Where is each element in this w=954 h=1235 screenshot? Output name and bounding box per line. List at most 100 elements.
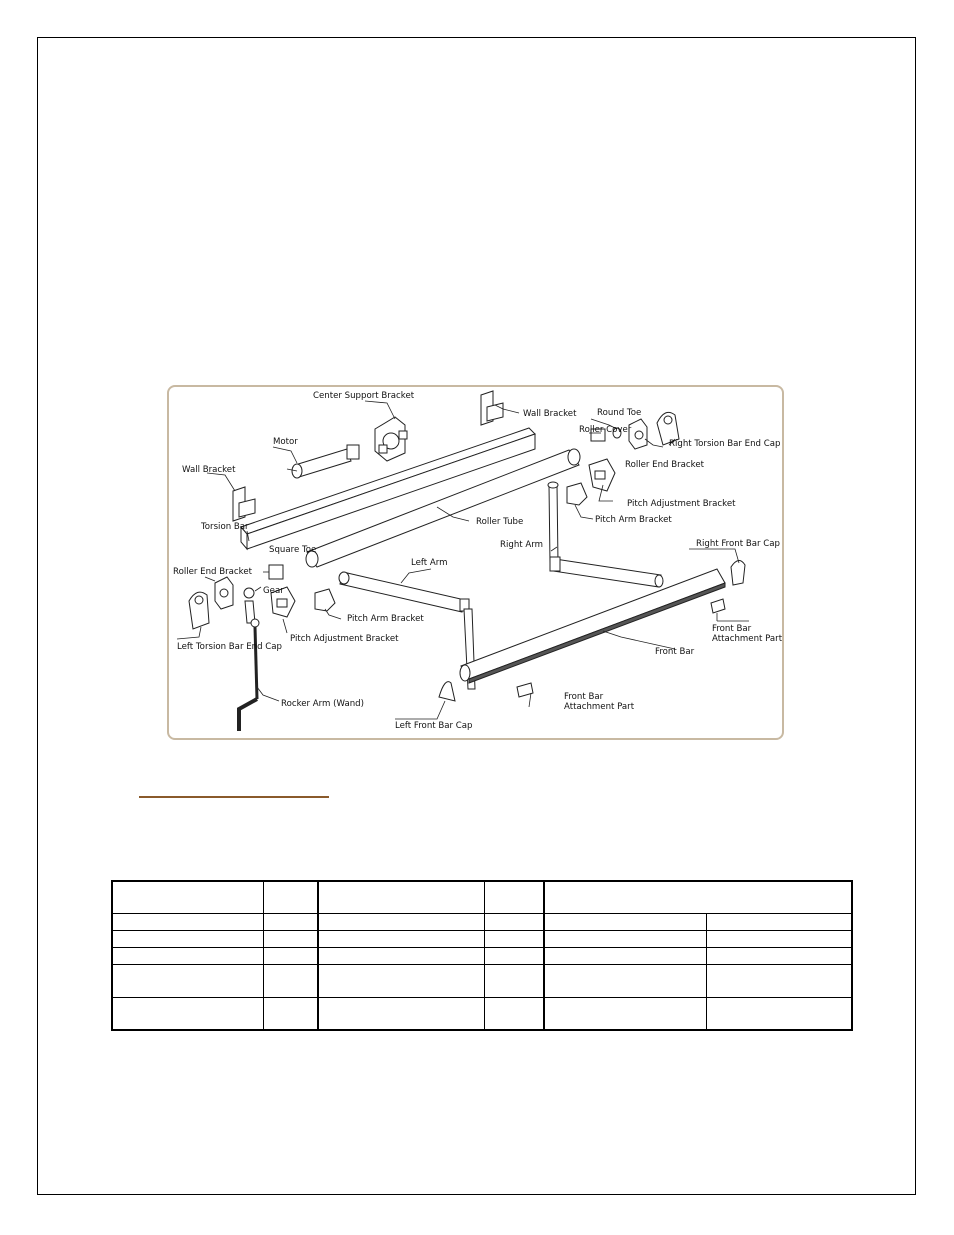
table-cell: [111, 996, 264, 1031]
label-center-support-bracket: Center Support Bracket: [313, 391, 415, 401]
table-cell: [262, 946, 319, 965]
table-cell: [543, 912, 707, 931]
motor-part: [286, 444, 360, 479]
square-toe-part: [263, 564, 284, 580]
pitch-adjustment-bracket-left-part: [270, 586, 296, 618]
table-cell: [111, 963, 264, 998]
label-wall-bracket-left: Wall Bracket: [182, 465, 236, 475]
table-cell: [483, 946, 545, 965]
table-cell: [543, 929, 707, 948]
exploded-parts-diagram: Center Support Bracket Wall Bracket Roun…: [167, 385, 784, 740]
table-cell: [262, 912, 319, 931]
pitch-adjustment-bracket-right-part: [588, 458, 616, 492]
right-arm-part: [547, 481, 664, 588]
table-row: [111, 996, 853, 1031]
label-pitch-adjustment-bracket-right: Pitch Adjustment Bracket: [627, 499, 736, 509]
table-cell: [262, 963, 319, 998]
table-cell: [262, 929, 319, 948]
label-round-toe: Round Toe: [597, 408, 641, 418]
label-pitch-adjustment-bracket-left: Pitch Adjustment Bracket: [290, 634, 399, 644]
table-cell: [543, 946, 707, 965]
label-torsion-bar: Torsion Bar: [200, 522, 249, 532]
table-cell: [543, 963, 707, 998]
section-heading-underline: [139, 796, 329, 798]
table-cell: [705, 946, 853, 965]
left-torsion-bar-end-cap-part: [188, 591, 210, 630]
label-roller-cover: Roller Cover: [579, 425, 632, 435]
wall-bracket-left-part: [232, 486, 256, 522]
right-front-bar-cap-part: [730, 560, 746, 586]
label-right-torsion-bar-end-cap: Right Torsion Bar End Cap: [669, 439, 780, 449]
pitch-arm-bracket-right-part: [566, 482, 588, 506]
label-left-torsion-bar-end-cap: Left Torsion Bar End Cap: [177, 642, 282, 652]
table-cell: [111, 929, 264, 948]
table-cell: [317, 880, 485, 914]
table-cell: [705, 929, 853, 948]
wall-bracket-top-part: [480, 390, 504, 426]
label-front-bar-attachment-left-2: Attachment Part: [564, 702, 635, 712]
torsion-bar-part: [240, 427, 536, 551]
label-front-bar-attachment-left-1: Front Bar: [564, 692, 604, 702]
label-roller-tube: Roller Tube: [476, 517, 523, 527]
front-bar-attachment-right-part: [710, 598, 726, 621]
table-cell: [317, 912, 485, 931]
pitch-arm-bracket-left-part: [314, 588, 336, 612]
label-right-front-bar-cap: Right Front Bar Cap: [696, 539, 780, 549]
label-left-front-bar-cap: Left Front Bar Cap: [395, 721, 473, 731]
label-pitch-arm-bracket-left: Pitch Arm Bracket: [347, 614, 424, 624]
label-right-arm: Right Arm: [500, 540, 543, 550]
table-cell: [543, 880, 853, 914]
label-square-toe: Square Toe: [269, 545, 316, 555]
table-cell: [483, 963, 545, 998]
table-cell: [483, 912, 545, 931]
diagram-drawing: Center Support Bracket Wall Bracket Roun…: [173, 390, 782, 731]
label-front-bar-attachment-right-2: Attachment Part: [712, 634, 782, 644]
table-cell: [317, 963, 485, 998]
table-row: [111, 963, 853, 998]
label-gear: Gear: [263, 586, 284, 596]
label-left-arm: Left Arm: [411, 558, 448, 568]
label-motor: Motor: [273, 437, 298, 447]
left-arm-part: [338, 571, 476, 690]
roller-end-bracket-right-part: [628, 418, 648, 450]
label-roller-end-bracket-left: Roller End Bracket: [173, 567, 253, 577]
roller-end-bracket-left-part: [214, 576, 234, 610]
table-cell: [111, 946, 264, 965]
table-cell: [317, 996, 485, 1031]
page-border: [37, 37, 916, 1195]
table-cell: [111, 912, 264, 931]
label-front-bar-attachment-right-1: Front Bar: [712, 624, 752, 634]
table-cell: [543, 996, 707, 1031]
left-front-bar-cap-part: [438, 681, 456, 702]
table-row: [111, 929, 853, 948]
table-cell: [483, 880, 545, 914]
label-rocker-arm: Rocker Arm (Wand): [281, 699, 364, 709]
table-cell: [262, 996, 319, 1031]
label-front-bar: Front Bar: [655, 647, 695, 657]
table-cell: [705, 963, 853, 998]
table-cell: [705, 912, 853, 931]
parts-table: [111, 880, 853, 1031]
front-bar-attachment-left-part: [516, 682, 534, 698]
label-pitch-arm-bracket-right: Pitch Arm Bracket: [595, 515, 672, 525]
table-row: [111, 912, 853, 931]
table-cell: [111, 880, 264, 914]
right-torsion-bar-end-cap-part: [656, 411, 680, 446]
roller-cover-part: [590, 427, 622, 442]
table-cell: [483, 929, 545, 948]
table-cell: [483, 996, 545, 1031]
table-cell: [317, 946, 485, 965]
label-wall-bracket-top: Wall Bracket: [523, 409, 577, 419]
roller-tube-part: [305, 448, 581, 568]
table-cell: [317, 929, 485, 948]
center-support-bracket-part: [374, 416, 408, 462]
table-cell: [705, 996, 853, 1031]
label-roller-end-bracket-right: Roller End Bracket: [625, 460, 705, 470]
table-row: [111, 946, 853, 965]
rocker-arm-part: [237, 618, 260, 731]
leader-lines: [176, 400, 749, 720]
table-cell: [262, 880, 319, 914]
gear-part: [243, 587, 256, 624]
table-header-row: [111, 880, 853, 914]
front-bar-part: [459, 568, 726, 684]
